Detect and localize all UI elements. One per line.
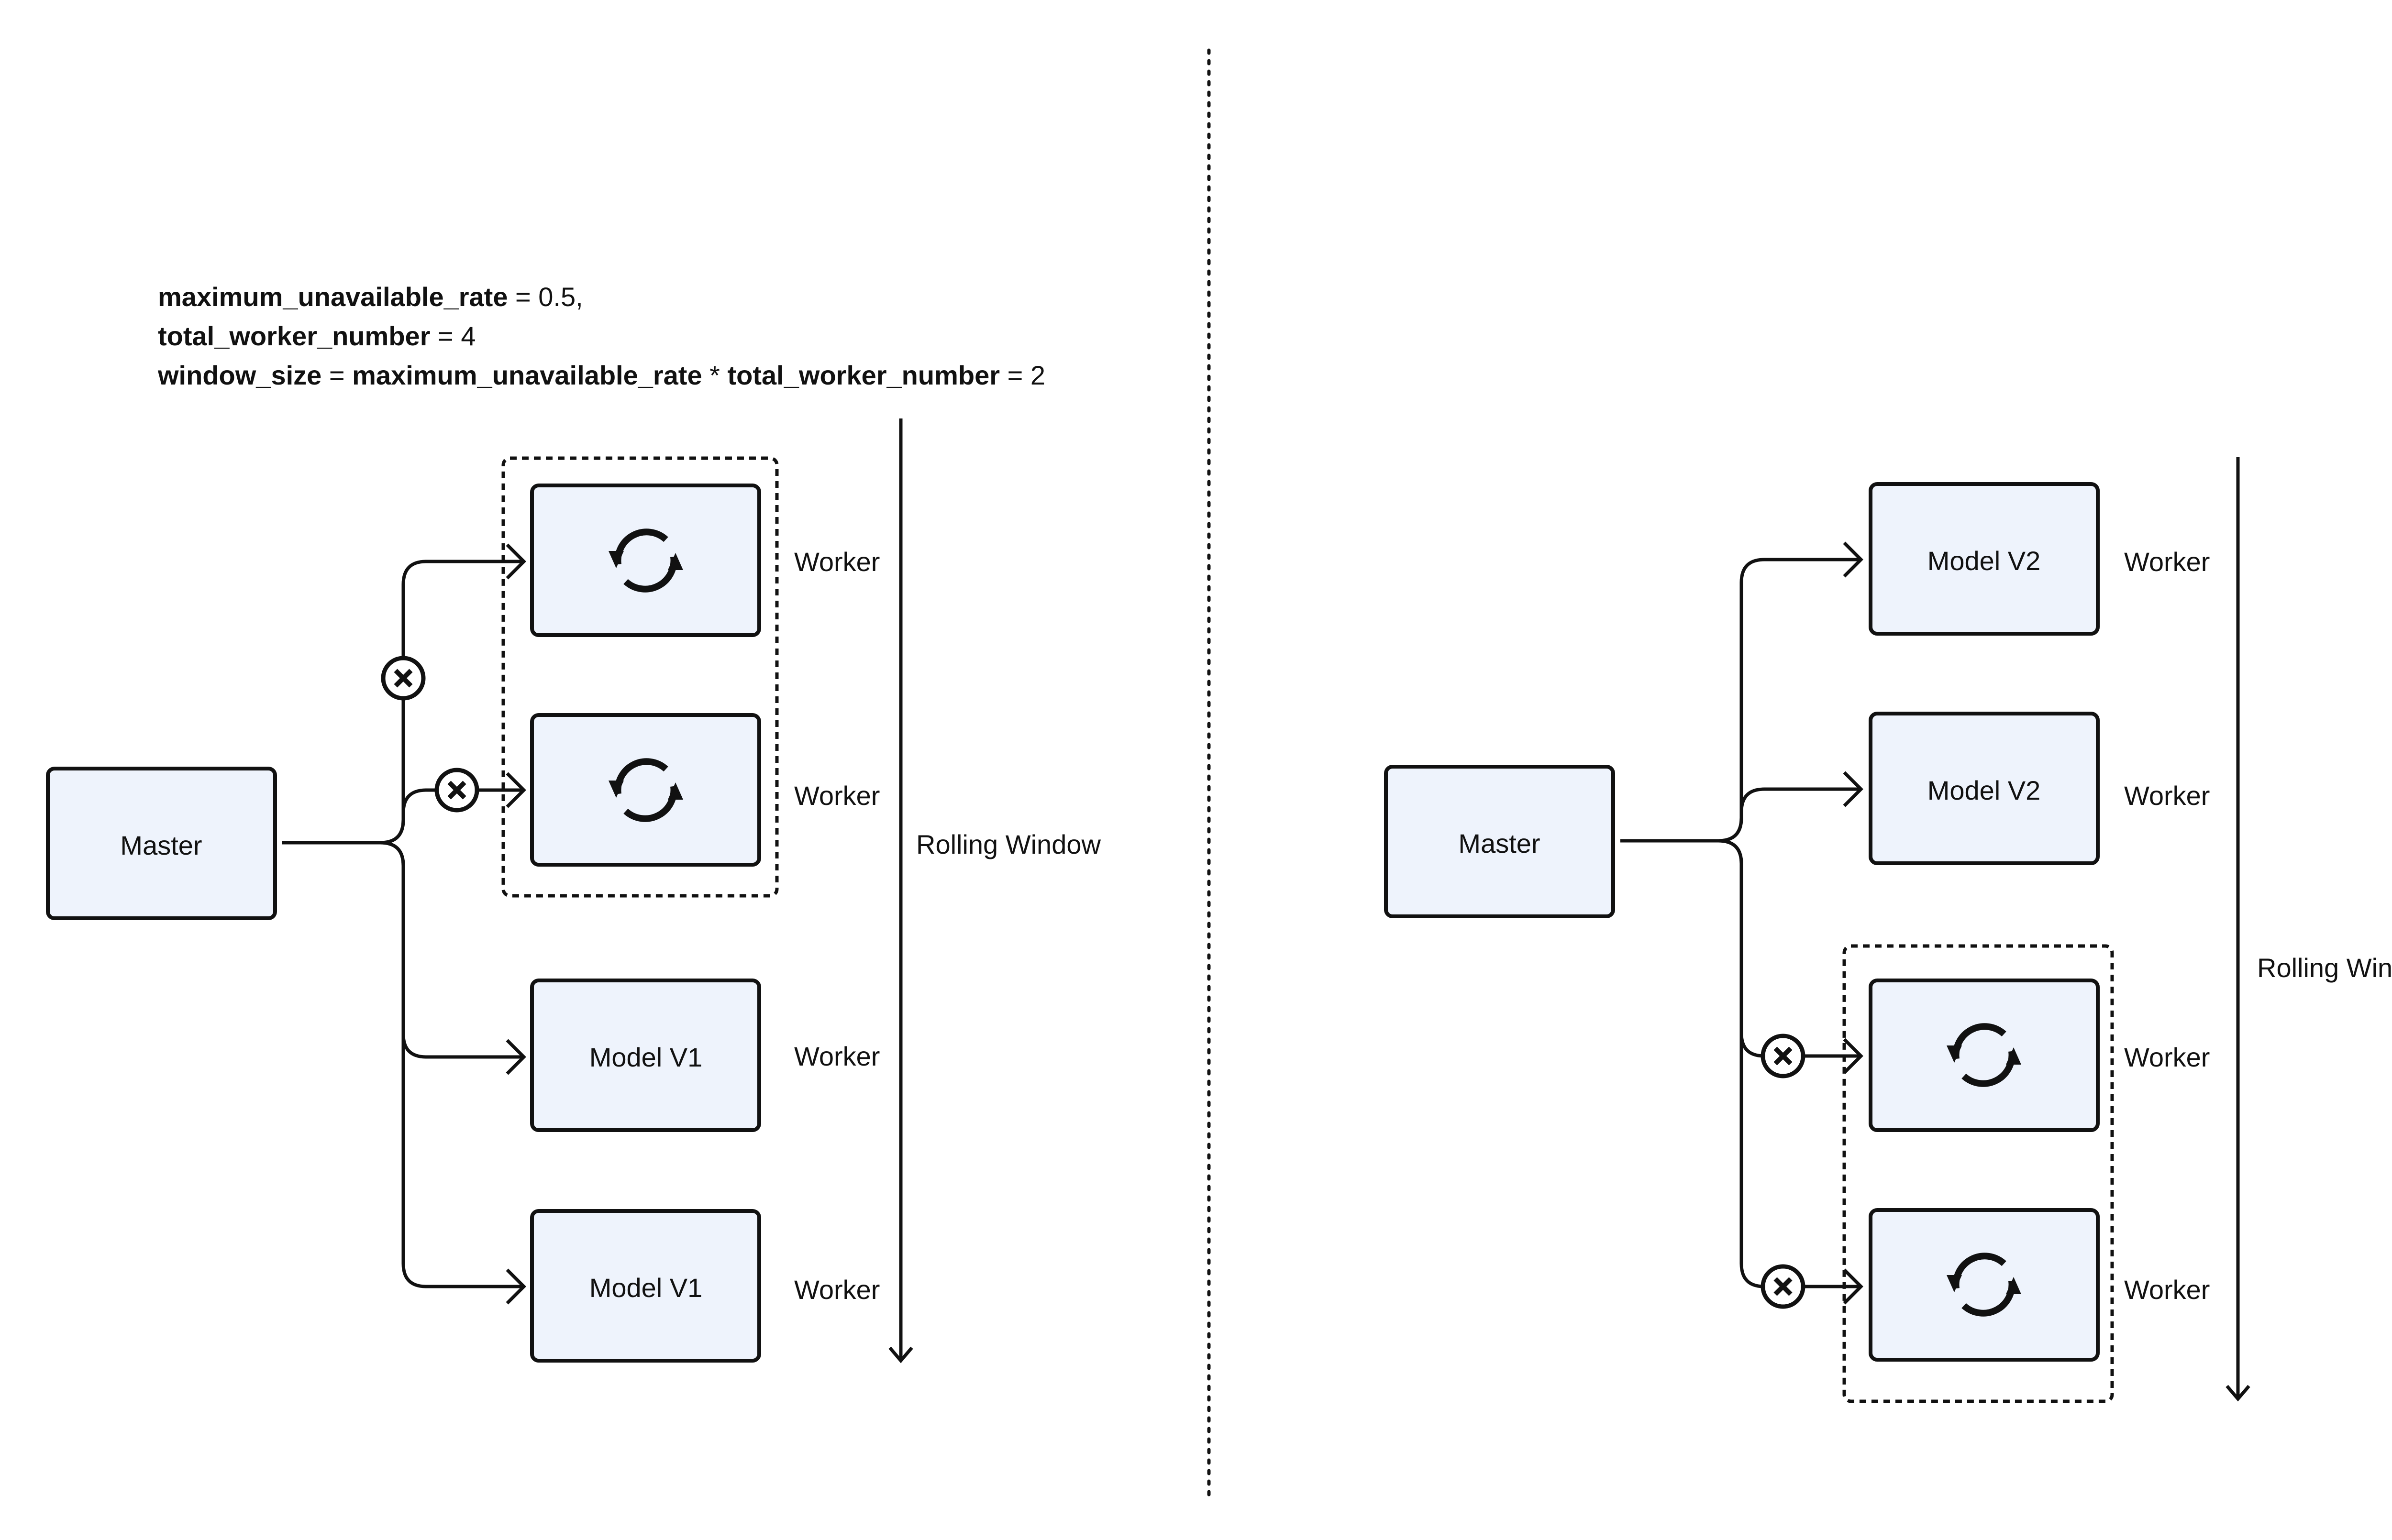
worker-box — [530, 484, 761, 637]
right-panel: Master Model V2 Model V2 Worker Worker — [1384, 457, 2392, 1403]
formula-line-2: total_worker_number = 4 — [158, 321, 476, 351]
model-label: Model V1 — [589, 1273, 703, 1303]
blocked-icon — [1761, 1264, 1805, 1309]
master-box — [1384, 765, 1615, 918]
worker-box — [1869, 482, 2100, 636]
worker-box — [1869, 1208, 2100, 1362]
blocked-icon — [1761, 1034, 1805, 1078]
blocked-icon — [381, 656, 426, 701]
worker-box — [530, 979, 761, 1132]
worker-label: Worker — [2124, 781, 2210, 811]
master-label: Master — [1458, 828, 1540, 858]
worker-label: Worker — [2124, 547, 2210, 577]
worker-label: Worker — [2124, 1275, 2210, 1305]
connector-worker-4 — [1718, 839, 1861, 1288]
rolling-window-label: Rolling Window — [2257, 953, 2392, 983]
arrowhead — [1843, 771, 1863, 807]
worker-label: Worker — [794, 781, 880, 811]
left-panel: Master Model V1 Model — [46, 418, 1101, 1364]
rolling-group-outline — [501, 456, 779, 898]
rolling-window-label: Rolling Window — [916, 829, 1101, 859]
worker-label: Worker — [2124, 1042, 2210, 1072]
worker-box — [530, 713, 761, 867]
arrowhead — [506, 772, 526, 808]
formula-line-3: window_size = maximum_unavailable_rate *… — [157, 360, 1045, 390]
worker-box — [1869, 712, 2100, 865]
blocked-icon — [434, 768, 479, 813]
master-label: Master — [120, 830, 202, 860]
arrowhead — [1843, 1268, 1863, 1305]
arrowhead — [1843, 1038, 1863, 1074]
worker-label: Worker — [794, 547, 880, 577]
connector-worker-2 — [1718, 787, 1861, 843]
worker-label: Worker — [794, 1041, 880, 1071]
formula-line-1: maximum_unavailable_rate = 0.5, — [158, 282, 583, 312]
connector-worker-1 — [282, 560, 524, 845]
arrowhead — [506, 543, 526, 580]
formula-var: maximum_unavailable_rate — [158, 282, 508, 312]
arrowhead — [506, 1039, 526, 1075]
master-box — [46, 767, 277, 920]
connector-worker-2 — [380, 788, 524, 845]
arrowhead — [506, 1268, 526, 1305]
connector-worker-4 — [380, 841, 524, 1288]
arrowhead — [2226, 1385, 2250, 1402]
arrowhead — [1843, 541, 1863, 578]
model-label: Model V2 — [1927, 546, 2041, 576]
model-label: Model V1 — [589, 1042, 703, 1072]
worker-box — [530, 1209, 761, 1363]
model-label: Model V2 — [1927, 775, 2041, 805]
worker-box — [1869, 979, 2100, 1132]
worker-label: Worker — [794, 1275, 880, 1305]
connector-worker-1 — [1620, 558, 1861, 843]
arrowhead — [888, 1346, 913, 1364]
